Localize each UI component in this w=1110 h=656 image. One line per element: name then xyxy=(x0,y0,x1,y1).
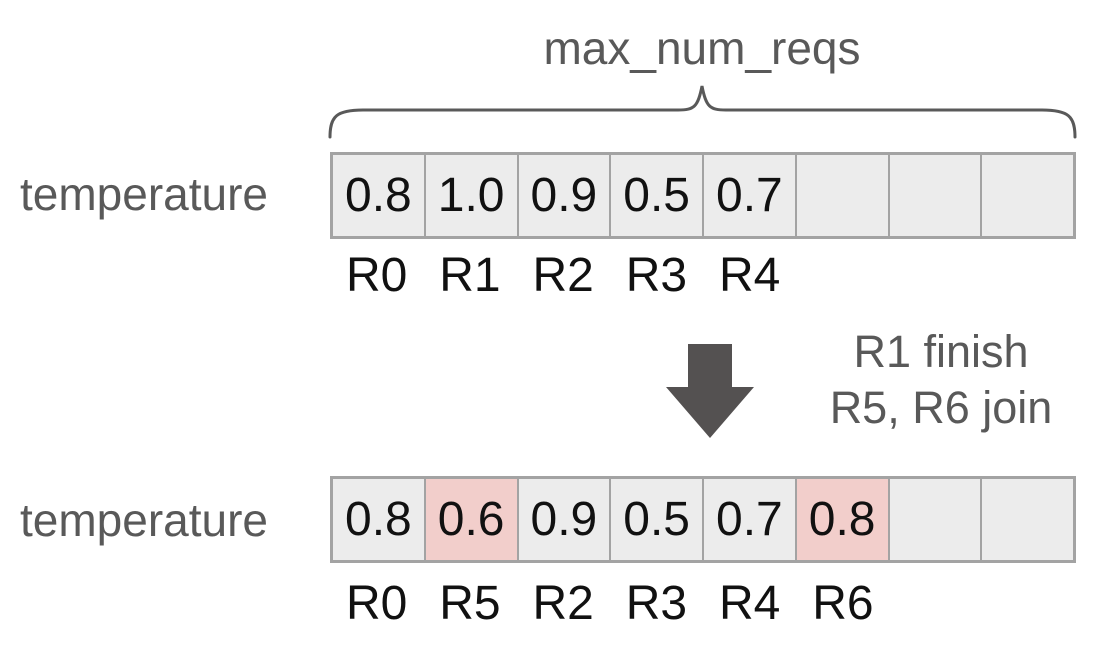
request-id-label: R3 xyxy=(625,577,688,630)
array-cell xyxy=(981,154,1074,237)
request-id-label: R0 xyxy=(345,249,408,302)
array-cell: 0.5 xyxy=(610,478,703,561)
array-cell: 0.9 xyxy=(517,154,611,237)
array-cell-highlighted: 0.6 xyxy=(424,478,518,561)
array-cell: 0.5 xyxy=(610,154,703,237)
request-id-label: R4 xyxy=(718,577,781,630)
transition-note: R1 finish R5, R6 join xyxy=(806,324,1076,436)
brace-path xyxy=(328,85,1077,139)
request-id-label xyxy=(983,250,1076,302)
request-id-label: R4 xyxy=(718,249,781,302)
request-id-label: R5 xyxy=(439,577,501,630)
request-id-label: R2 xyxy=(532,577,594,630)
array-cell-highlighted: 0.8 xyxy=(795,478,889,561)
request-id-label xyxy=(983,578,1076,630)
down-arrow-shape xyxy=(666,344,754,438)
request-id-label: R6 xyxy=(812,577,874,630)
request-id-label: R1 xyxy=(439,249,501,302)
array-cell xyxy=(888,154,982,237)
down-arrow-icon xyxy=(666,344,754,438)
array-cell: 1.0 xyxy=(424,154,518,237)
request-id-label: R3 xyxy=(625,249,688,302)
brace-bracket xyxy=(328,85,1077,139)
array-cell: 0.9 xyxy=(517,478,611,561)
array-cell: 0.8 xyxy=(332,478,425,561)
max-num-reqs-label: max_num_reqs xyxy=(543,22,861,74)
temperature-label-before: temperature xyxy=(20,168,269,220)
array-cell: 0.7 xyxy=(703,154,796,237)
array-cell xyxy=(795,154,889,237)
request-id-label: R2 xyxy=(532,249,594,302)
request-id-row-after: R0 R5 R2 R3 R4 R6 xyxy=(330,578,1076,630)
array-cell xyxy=(888,478,982,561)
array-cell: 0.7 xyxy=(703,478,796,561)
transition-line-2: R5, R6 join xyxy=(829,382,1053,433)
request-id-label xyxy=(796,250,889,302)
request-id-label: R0 xyxy=(345,577,408,630)
request-id-label xyxy=(890,578,983,630)
request-id-row-before: R0 R1 R2 R3 R4 xyxy=(330,250,1076,302)
array-cell xyxy=(981,478,1074,561)
array-cell: 0.8 xyxy=(332,154,425,237)
request-id-label xyxy=(890,250,983,302)
transition-line-1: R1 finish xyxy=(853,326,1029,377)
temperature-label-after: temperature xyxy=(20,494,269,546)
